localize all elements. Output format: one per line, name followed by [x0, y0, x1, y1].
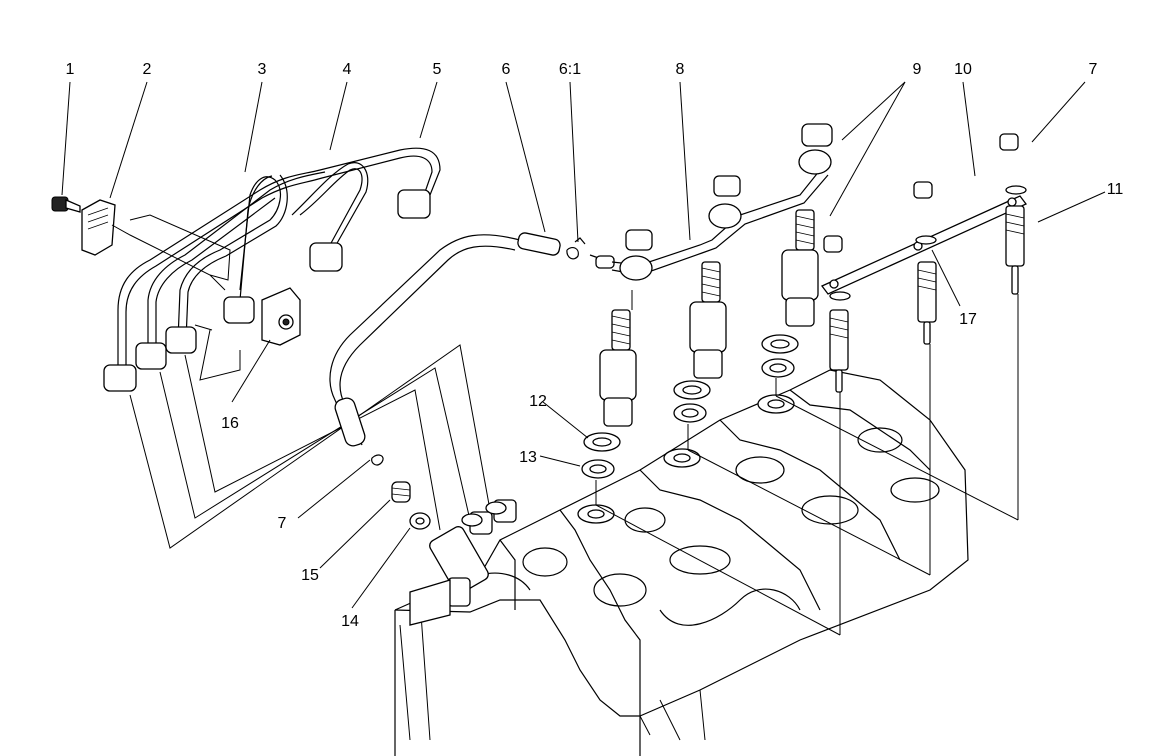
callout-13: 13	[519, 449, 537, 466]
callout-15: 15	[301, 567, 319, 584]
hose-6	[517, 232, 561, 256]
banjo-bolt-15	[391, 481, 411, 503]
assembly-lines	[595, 395, 1019, 636]
clamp-assembly	[51, 196, 301, 346]
pump-fittings	[371, 454, 517, 626]
cylinder-head	[394, 369, 969, 756]
callout-12: 12	[529, 393, 547, 410]
callout-labels: 1 2 3 4 5 6 6:1 8 9 10 7 11 16 12 13 7 1…	[66, 61, 1124, 630]
callout-leaders	[61, 81, 1106, 609]
callout-6-1: 6:1	[559, 61, 581, 78]
leak-off-hose	[329, 232, 615, 447]
callout-7-top: 7	[1089, 61, 1098, 78]
callout-11: 11	[1107, 181, 1124, 198]
leak-off-pipe	[611, 123, 833, 281]
callout-5: 5	[433, 61, 442, 78]
clamp-2	[81, 199, 116, 256]
callout-4: 4	[343, 61, 352, 78]
callout-8: 8	[676, 61, 685, 78]
injector-1	[599, 290, 637, 427]
injector-3	[781, 209, 819, 327]
callout-7-bottom: 7	[278, 515, 287, 532]
banjo-fitting	[619, 255, 653, 281]
bus-bar-10	[820, 195, 1028, 295]
fuel-return-lines	[103, 147, 441, 392]
injector-washers	[581, 334, 799, 505]
callout-16: 16	[221, 415, 239, 432]
injector-seats	[577, 394, 795, 524]
nut-9	[801, 123, 833, 147]
callout-9: 9	[913, 61, 922, 78]
injector-2	[689, 261, 727, 379]
fuel-line-nut	[103, 364, 137, 392]
glow-plugs-11	[829, 205, 1025, 635]
callout-10: 10	[954, 61, 972, 78]
callout-1: 1	[66, 61, 75, 78]
callout-6: 6	[502, 61, 511, 78]
callout-14: 14	[341, 613, 359, 630]
callout-2: 2	[143, 61, 152, 78]
callout-3: 3	[258, 61, 267, 78]
leader-outlines	[129, 324, 491, 549]
callout-17: 17	[959, 311, 977, 328]
